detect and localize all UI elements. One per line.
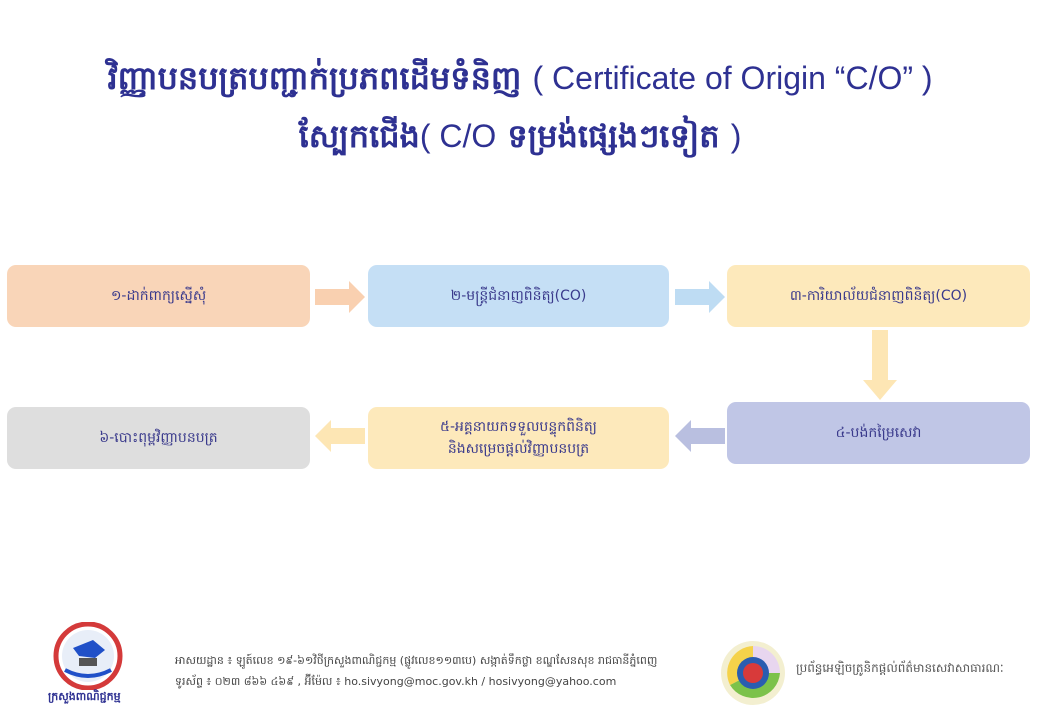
step-2-box: ២-មន្រ្តីជំនាញពិនិត្យ(CO) [368,265,669,327]
title-khmer: វិញ្ញាបនបត្របញ្ជាក់ប្រភពដើមទំនិញ [107,59,522,97]
step-6-label: ៦-បោះពុម្ពវិញ្ញាបនបត្រ [99,430,218,446]
subtitle-khmer-a: ស្បែកជើង [298,117,420,155]
subtitle-khmer-b: ទម្រង់ផ្សេងៗទៀត [507,117,720,155]
step-1-label: ១-ដាក់ពាក្យស្នើសុំ [110,288,207,304]
step-5-box: ៥-អគ្គនាយកទទួលបន្ទុកពិនិត្យ និងសម្រេចផ្ត… [368,407,669,469]
subtitle-close: ) [730,118,742,154]
page-title-line2: ស្បែកជើង( C/O ទម្រង់ផ្សេងៗទៀត ) [0,116,1040,163]
page-title-line1: វិញ្ញាបនបត្របញ្ជាក់ប្រភពដើមទំនិញ ( Certi… [0,58,1040,105]
title-latin: ( Certificate of Origin “C/O” ) [532,60,933,96]
arrow-right-icon [675,281,725,313]
public-service-portal-logo-icon [721,641,785,705]
step-4-label: ៤-បង់កម្រៃសេវា [835,425,922,441]
public-service-portal-label[interactable]: ប្រព័ន្ធអេឡិចត្រូនិកផ្តល់ព័ត៌មានសេវាសាធា… [796,661,1004,675]
arrow-left-icon [675,420,725,452]
step-4-box: ៤-បង់កម្រៃសេវា [727,402,1030,464]
footer-contact: ទូរស័ព្ទ ៖ ០២៣ ៨៦៦ ៤៦៩ , អ៊ីម៉ែល ៖ ho.si… [175,675,617,688]
footer-address: អាសយដ្ឋាន ៖ ឡូត៍លេខ ១៩-៦១វិថីក្រសួងពាណិជ… [175,654,658,667]
arrow-right-icon [315,281,365,313]
step-5-label-line2: និងសម្រេចផ្តល់វិញ្ញាបនបត្រ [447,441,590,457]
subtitle-latin: ( C/O [419,118,497,154]
ministry-logo-label: ក្រសួងពាណិជ្ជកម្ម [48,690,121,703]
step-6-box: ៦-បោះពុម្ពវិញ្ញាបនបត្រ [7,407,310,469]
step-1-box: ១-ដាក់ពាក្យស្នើសុំ [7,265,310,327]
ministry-logo-icon [53,622,123,690]
step-5-label-line1: ៥-អគ្គនាយកទទួលបន្ទុកពិនិត្យ [440,419,597,435]
step-2-label: ២-មន្រ្តីជំនាញពិនិត្យ(CO) [450,288,587,304]
arrow-left-icon [315,420,365,452]
step-3-box: ៣-ការិយាល័យជំនាញពិនិត្យ(CO) [727,265,1030,327]
step-3-label: ៣-ការិយាល័យជំនាញពិនិត្យ(CO) [789,288,968,304]
arrow-down-icon [863,330,897,400]
